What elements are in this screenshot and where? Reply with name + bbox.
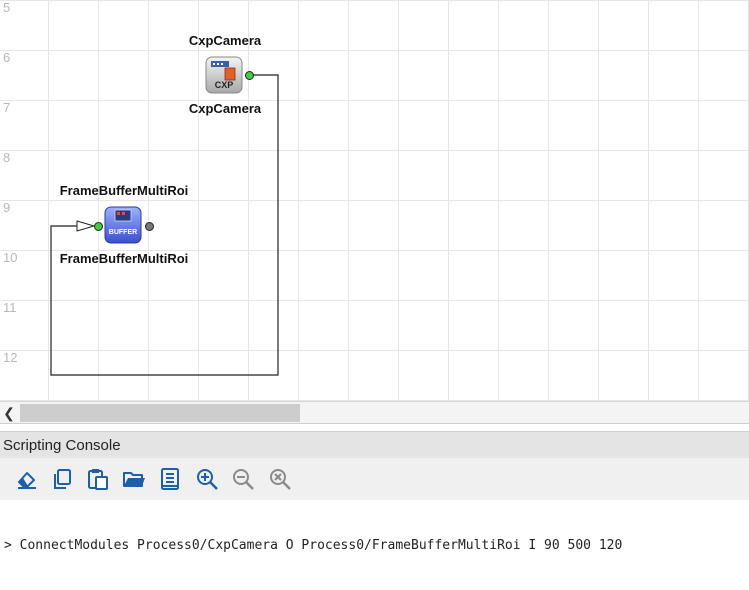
- zoom-reset-icon: [270, 469, 291, 490]
- console-toolbar: [0, 458, 749, 500]
- console-command: ConnectModules Process0/CxpCamera O Proc…: [19, 538, 623, 553]
- horizontal-scrollbar[interactable]: ❮: [0, 401, 749, 424]
- frame-buffer-icon[interactable]: BUFFER: [104, 206, 142, 244]
- scroll-left-icon[interactable]: ❮: [3, 405, 15, 421]
- zoom-out-button[interactable]: [231, 467, 255, 491]
- console-prompt: >: [4, 538, 12, 553]
- connection-wire[interactable]: [0, 0, 749, 401]
- clear-console-button[interactable]: [15, 467, 39, 491]
- copy-button[interactable]: [50, 467, 74, 491]
- cxp-camera-top-label: CxpCamera: [188, 33, 262, 48]
- console-title-bar: Scripting Console: [0, 431, 749, 459]
- console-output[interactable]: > ConnectModules Process0/CxpCamera O Pr…: [0, 500, 749, 590]
- cxp-camera-output-port[interactable]: [244, 70, 255, 81]
- framebuffer-top-label: FrameBufferMultiRoi: [59, 183, 189, 198]
- open-file-button[interactable]: [122, 467, 146, 491]
- row-number: 7: [3, 100, 11, 115]
- framebuffer-input-port[interactable]: [93, 221, 104, 232]
- cxp-camera-bottom-label: CxpCamera: [188, 101, 262, 116]
- paste-button[interactable]: [86, 467, 110, 491]
- framebuffer-bottom-label: FrameBufferMultiRoi: [59, 251, 189, 266]
- design-canvas[interactable]: 5 6 7 8 9 10 11 12 CxpCamera CXP CxpCame…: [0, 0, 749, 401]
- console-title: Scripting Console: [3, 437, 121, 454]
- cxp-camera-icon[interactable]: CXP: [205, 56, 243, 94]
- script-icon: [161, 468, 179, 490]
- scrollbar-thumb[interactable]: [20, 404, 300, 422]
- connection-arrowhead: [76, 220, 96, 232]
- row-number: 10: [3, 250, 18, 265]
- cxp-icon-text: CXP: [215, 80, 234, 90]
- row-number: 5: [3, 0, 11, 15]
- panel-splitter[interactable]: [0, 423, 749, 432]
- folder-open-icon: [123, 472, 145, 487]
- row-number: 9: [3, 200, 11, 215]
- zoom-in-icon: [197, 469, 218, 490]
- row-number: 12: [3, 350, 18, 365]
- zoom-out-icon: [233, 469, 254, 490]
- console-line: > ConnectModules Process0/CxpCamera O Pr…: [4, 538, 622, 553]
- zoom-in-button[interactable]: [195, 467, 219, 491]
- zoom-reset-button[interactable]: [268, 467, 292, 491]
- row-number: 6: [3, 50, 11, 65]
- row-number: 8: [3, 150, 11, 165]
- copy-icon: [54, 469, 71, 489]
- connection-wire-path[interactable]: [50, 74, 279, 376]
- paste-icon: [88, 469, 108, 490]
- buffer-icon-text: BUFFER: [109, 229, 137, 236]
- framebuffer-output-port[interactable]: [144, 221, 155, 232]
- script-button[interactable]: [158, 467, 182, 491]
- row-number: 11: [3, 300, 17, 315]
- eraser-icon: [18, 472, 36, 489]
